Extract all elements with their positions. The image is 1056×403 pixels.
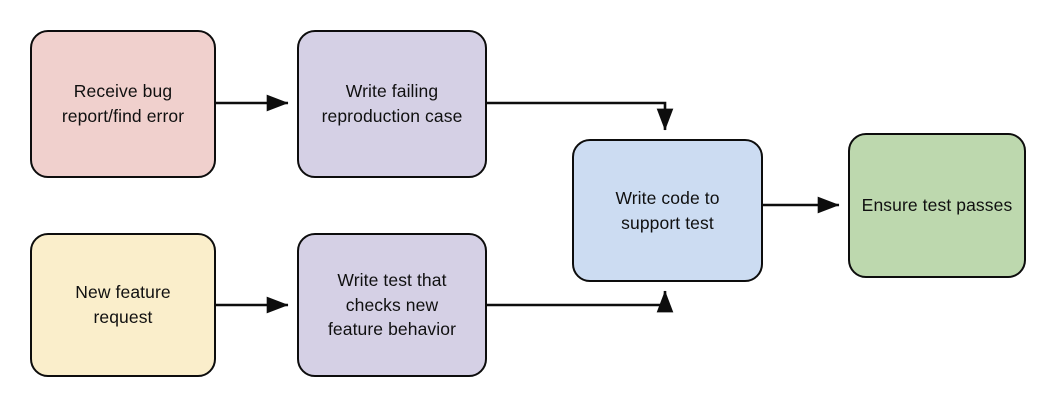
node-write-test-feature-behavior[interactable]: Write test that checks new feature behav… (297, 233, 487, 377)
node-write-failing-reproduction-case[interactable]: Write failing reproduction case (297, 30, 487, 178)
node-write-code-to-support-test[interactable]: Write code to support test (572, 139, 763, 282)
edge-test-to-code (487, 290, 674, 313)
node-new-feature-request[interactable]: New feature request (30, 233, 216, 377)
node-ensure-test-passes[interactable]: Ensure test passes (848, 133, 1026, 278)
node-receive-bug-report[interactable]: Receive bug report/find error (30, 30, 216, 178)
edge-repro-to-code (487, 101, 674, 131)
